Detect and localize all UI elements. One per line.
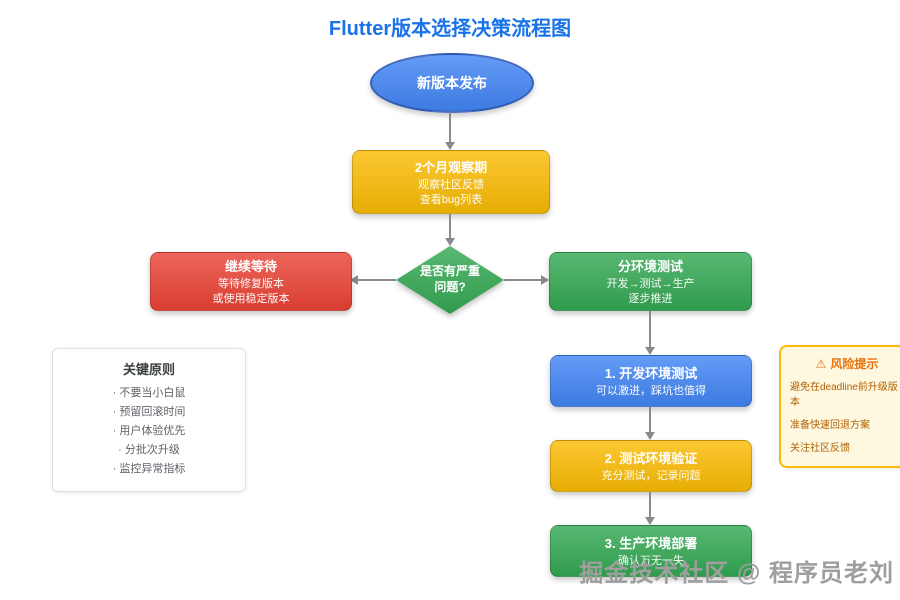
principle-item: 分批次升级 bbox=[61, 441, 237, 460]
node-env-testing: 分环境测试 开发→测试→生产 逐步推进 bbox=[549, 252, 752, 311]
node-observation-line2: 查看bug列表 bbox=[419, 193, 483, 206]
node-dev-line1: 可以激进，踩坑也值得 bbox=[596, 385, 706, 398]
risk-item: 避免在deadline前升级版本 bbox=[790, 382, 898, 408]
decision-diamond-shape: 是否有严重 问题? bbox=[396, 246, 504, 314]
risk-item: 准备快速回退方案 bbox=[790, 420, 870, 431]
principle-item: 不要当小白鼠 bbox=[61, 384, 237, 403]
node-observation-title: 2个月观察期 bbox=[414, 159, 488, 175]
node-test-verify: 2. 测试环境验证 充分测试，记录问题 bbox=[550, 440, 752, 492]
risk-title-text: 风险提示 bbox=[830, 357, 879, 371]
key-principles-panel: 关键原则 不要当小白鼠 预留回滚时间 用户体验优先 分批次升级 监控异常指标 bbox=[52, 348, 246, 492]
node-test-title: 2. 测试环境验证 bbox=[604, 451, 698, 467]
arrow-env-to-dev bbox=[649, 311, 651, 347]
decision-line1: 是否有严重 bbox=[419, 264, 480, 279]
principles-title: 关键原则 bbox=[122, 362, 175, 377]
node-dev-title: 1. 开发环境测试 bbox=[604, 366, 698, 382]
arrow-start-to-observe bbox=[449, 112, 451, 142]
principle-item: 预留回滚时间 bbox=[61, 403, 237, 422]
node-continue-waiting: 继续等待 等待修复版本 或使用稳定版本 bbox=[150, 252, 352, 311]
node-start: 新版本发布 bbox=[370, 53, 534, 113]
arrow-decision-to-env bbox=[504, 279, 541, 281]
node-dev-test: 1. 开发环境测试 可以激进，踩坑也值得 bbox=[550, 355, 752, 407]
node-env-line1: 开发→测试→生产 bbox=[606, 278, 695, 291]
node-prod-deploy: 3. 生产环境部署 确认万无一失 bbox=[550, 525, 752, 577]
risk-item: 关注社区反馈 bbox=[790, 443, 850, 454]
node-prod-title: 3. 生产环境部署 bbox=[604, 536, 698, 552]
warning-icon: ⚠ bbox=[815, 356, 827, 371]
page-title: Flutter版本选择决策流程图 bbox=[328, 18, 572, 40]
arrow-dev-to-test bbox=[649, 407, 651, 432]
decision-line2: 问题? bbox=[434, 280, 466, 294]
risk-panel-title: ⚠ 风险提示 bbox=[790, 355, 900, 372]
arrow-test-to-prod bbox=[649, 492, 651, 517]
arrow-decision-to-wait bbox=[358, 279, 396, 281]
node-start-label: 新版本发布 bbox=[417, 75, 487, 91]
node-wait-line2: 或使用稳定版本 bbox=[212, 293, 290, 305]
node-observation-period: 2个月观察期 观察社区反馈 查看bug列表 bbox=[352, 150, 550, 214]
node-prod-line1: 确认万无一失 bbox=[618, 555, 684, 568]
node-env-line2: 逐步推进 bbox=[628, 293, 673, 305]
node-test-line1: 充分测试，记录问题 bbox=[601, 470, 701, 483]
watermark: 掘金技术社区 @ 程序员老刘 bbox=[579, 560, 894, 587]
node-wait-line1: 等待修复版本 bbox=[218, 278, 284, 291]
node-decision: 是否有严重 问题? bbox=[396, 246, 504, 314]
node-wait-title: 继续等待 bbox=[224, 259, 277, 275]
principle-item: 监控异常指标 bbox=[61, 460, 237, 479]
arrow-observe-to-decision bbox=[449, 214, 451, 238]
risk-warning-panel: ⚠ 风险提示 避免在deadline前升级版本 准备快速回退方案 关注社区反馈 bbox=[779, 345, 900, 468]
node-env-title: 分环境测试 bbox=[617, 259, 683, 275]
principle-item: 用户体验优先 bbox=[61, 422, 237, 441]
node-observation-line1: 观察社区反馈 bbox=[418, 178, 484, 191]
